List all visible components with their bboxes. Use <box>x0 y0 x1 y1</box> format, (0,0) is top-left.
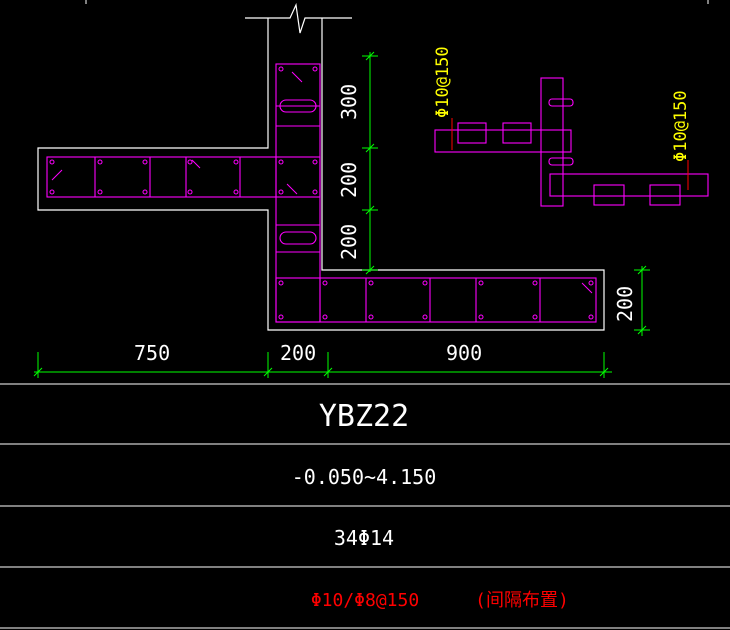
dim-200-right: 200 <box>613 286 637 322</box>
rebar-dots <box>49 66 594 320</box>
stirrup-note: (间隔布置) <box>475 590 569 611</box>
longitudinal-rebar: 34Φ14 <box>334 526 394 550</box>
dim-750: 750 <box>134 341 170 365</box>
stirrup-label-b: Φ10@150 <box>671 90 691 162</box>
schedule-table-texts: YBZ22 -0.050~4.150 34Φ14 Φ10/Φ8@150 (间隔布… <box>292 399 569 611</box>
rebar-cage <box>46 63 597 323</box>
dim-300: 300 <box>337 84 361 120</box>
stirrup-label-a: Φ10@150 <box>433 46 453 118</box>
dimension-lines <box>33 51 650 378</box>
dim-200-bottom: 200 <box>280 341 316 365</box>
detail-labels: Φ10@150 Φ10@150 <box>433 46 691 162</box>
elevation-range: -0.050~4.150 <box>292 465 437 489</box>
dim-200-b: 200 <box>337 224 361 260</box>
wall-column-name: YBZ22 <box>319 399 409 434</box>
rebar-detail-sketch <box>434 77 709 207</box>
dimension-texts: 300 200 200 200 750 200 900 <box>134 84 637 365</box>
dim-900: 900 <box>446 341 482 365</box>
detail-leaders <box>451 118 689 190</box>
column-outline <box>37 2 605 331</box>
stirrup-spec: Φ10/Φ8@150 <box>311 590 419 611</box>
dim-200-a: 200 <box>337 162 361 198</box>
